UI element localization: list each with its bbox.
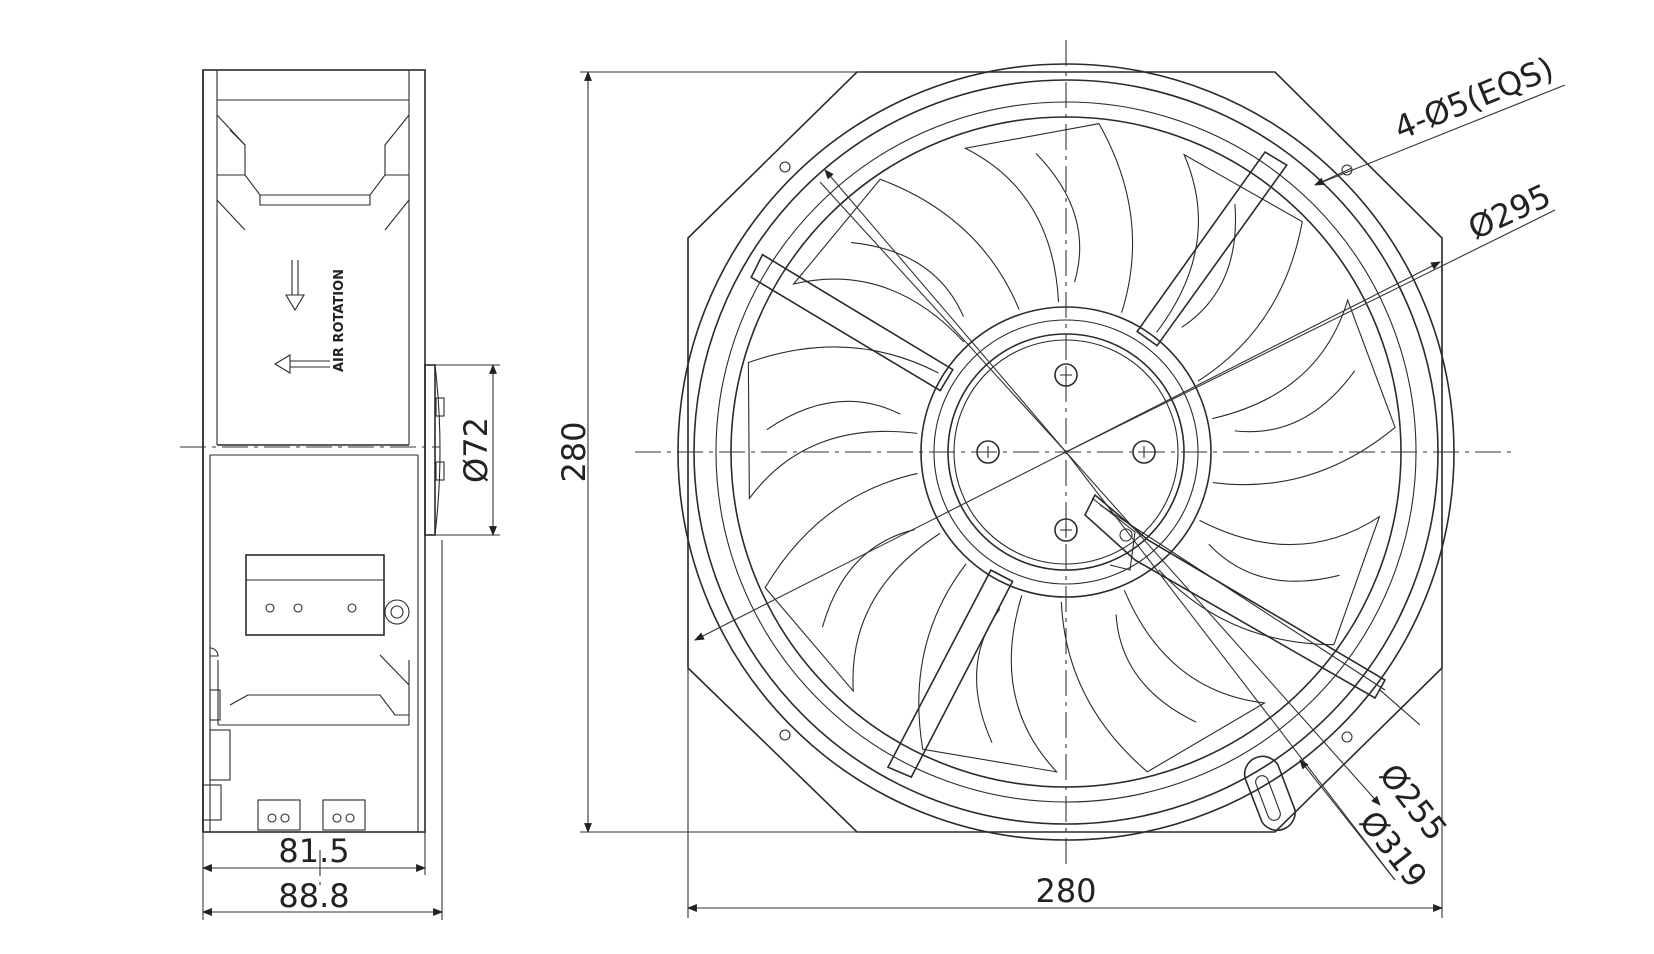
blade-edge — [821, 529, 915, 628]
strut — [886, 569, 1014, 779]
blade — [1156, 153, 1303, 382]
strut — [1136, 150, 1288, 347]
blade-edge — [1035, 153, 1081, 283]
terminal-box — [245, 554, 385, 636]
terminal-left — [257, 799, 301, 831]
cable-channel — [1084, 493, 1387, 700]
blade — [792, 178, 1020, 343]
terminal-right — [322, 799, 366, 831]
dim-81-5: 81.5 — [278, 832, 349, 870]
impeller-blades — [747, 123, 1396, 773]
side-housing-outline — [202, 69, 426, 833]
blade-edge — [766, 400, 901, 431]
rotation-arrow-icon — [273, 354, 330, 374]
blade-edge — [1208, 543, 1340, 582]
air-rotation-label: AIR ROTATION — [332, 269, 347, 372]
dim-hub-72: Ø72 — [457, 417, 495, 483]
blade — [1060, 590, 1267, 773]
blade — [918, 563, 1059, 773]
grommet — [384, 599, 410, 625]
dim-frame-width: 280 — [1035, 872, 1096, 910]
front-view: 280 280 4-Ø5(EQS) Ø295 Ø255 Ø319 — [555, 40, 1566, 918]
support-struts — [750, 150, 1288, 779]
cable-slot — [1243, 755, 1296, 832]
dim-mounting-holes: 4-Ø5(EQS) — [1389, 49, 1559, 147]
side-view: AIR ROTATION 81. — [180, 69, 500, 920]
dim-hole-circle: Ø295 — [1462, 176, 1556, 247]
blade-edge — [1234, 370, 1356, 433]
dim-88-8: 88.8 — [278, 877, 349, 915]
dim-frame-height: 280 — [555, 421, 593, 482]
side-hub-bulge — [424, 364, 436, 536]
mount-hole-tl — [779, 161, 791, 173]
blade — [1158, 515, 1381, 646]
mount-hole-bl — [779, 729, 791, 741]
strut — [750, 253, 954, 392]
blade-edge — [851, 242, 964, 317]
blade — [963, 123, 1134, 313]
blade — [1212, 298, 1396, 486]
blade — [764, 472, 941, 693]
airflow-arrow-icon — [285, 260, 305, 312]
blade-edge — [1181, 204, 1237, 328]
mount-hole-br — [1341, 731, 1353, 743]
blade-edge — [1115, 614, 1197, 723]
blade — [747, 346, 939, 501]
